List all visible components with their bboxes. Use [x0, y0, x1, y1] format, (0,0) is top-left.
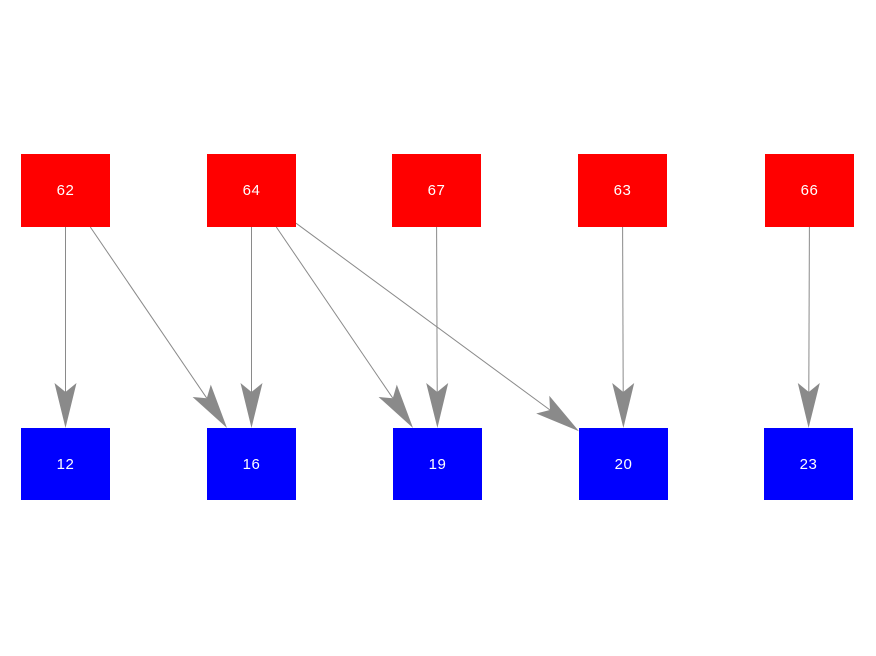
edge-64-20-line [295, 222, 551, 411]
edge-64-19-line [275, 226, 394, 399]
edge-67-19-line [436, 226, 438, 393]
node-label: 63 [613, 182, 632, 199]
node-label: 19 [428, 455, 447, 473]
node-66: 66 [765, 154, 854, 227]
node-67: 67 [392, 154, 481, 227]
edge-64-19-arrowhead [378, 384, 413, 428]
node-label: 64 [242, 182, 261, 199]
node-label: 20 [614, 455, 633, 473]
node-label: 67 [427, 182, 446, 199]
node-label: 16 [242, 455, 261, 473]
node-12: 12 [21, 428, 110, 500]
edge-62-16-line [89, 226, 208, 399]
edge-62-16-arrowhead [192, 384, 227, 428]
node-16: 16 [207, 428, 296, 500]
node-64: 64 [207, 154, 296, 227]
edge-66-23-line [808, 226, 810, 393]
node-label: 62 [56, 182, 75, 199]
node-19: 19 [393, 428, 482, 500]
edge-63-20-arrowhead [612, 383, 635, 428]
edge-67-19-arrowhead [426, 383, 449, 428]
edge-64-16-arrowhead [240, 383, 263, 428]
edge-63-20-line [622, 226, 624, 393]
node-23: 23 [764, 428, 853, 500]
node-label: 66 [800, 182, 819, 199]
node-label: 12 [56, 455, 75, 473]
node-62: 62 [21, 154, 110, 227]
node-63: 63 [578, 154, 667, 227]
edge-64-20-arrowhead [536, 395, 579, 432]
edge-62-12-arrowhead [54, 383, 77, 428]
node-20: 20 [579, 428, 668, 500]
edge-66-23-arrowhead [797, 383, 820, 428]
node-label: 23 [799, 455, 818, 473]
